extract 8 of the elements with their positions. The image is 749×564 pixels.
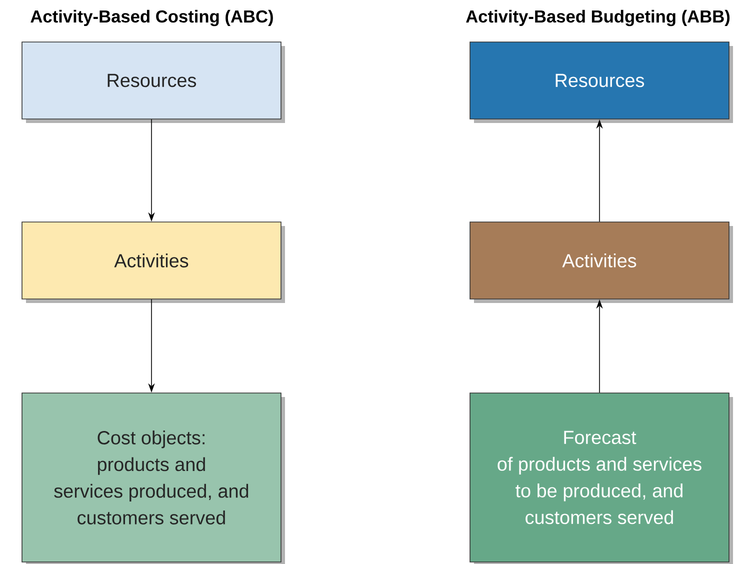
process-box: Forecast of products and services to be produced, and customers served	[470, 392, 733, 564]
process-box: Resources	[22, 42, 285, 123]
process-box: Activities	[22, 222, 285, 303]
process-box: Activities	[470, 222, 733, 303]
column-heading: Activity-Based Costing (ABC)	[30, 10, 273, 26]
process-box: Cost objects: products and services produced, and customers served	[22, 392, 285, 564]
process-box: Resources	[470, 42, 733, 123]
column-heading: Activity-Based Budgeting (ABB)	[466, 10, 730, 26]
